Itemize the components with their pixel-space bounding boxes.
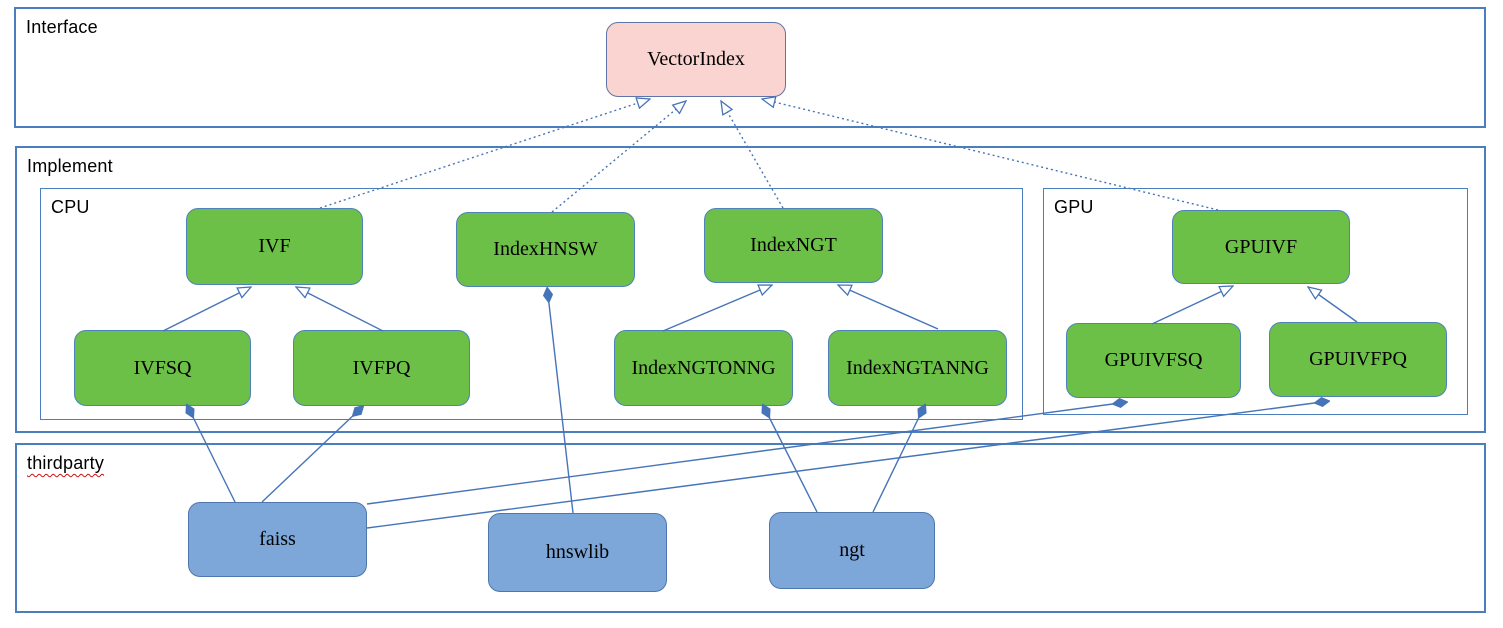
node-label: IVFSQ bbox=[133, 356, 192, 379]
node-indexngt[interactable]: IndexNGT bbox=[704, 208, 883, 283]
implement-label: Implement bbox=[27, 156, 113, 176]
node-gpuivfpq[interactable]: GPUIVFPQ bbox=[1269, 322, 1447, 397]
node-indexngtonng[interactable]: IndexNGTONNG bbox=[614, 330, 793, 406]
node-label: IndexHNSW bbox=[493, 238, 598, 260]
node-ngt[interactable]: ngt bbox=[769, 512, 935, 589]
node-label: faiss bbox=[259, 528, 296, 550]
cpu-label: CPU bbox=[51, 197, 90, 217]
node-vectorindex[interactable]: VectorIndex bbox=[606, 22, 786, 97]
node-gpuivfsq[interactable]: GPUIVFSQ bbox=[1066, 323, 1241, 398]
node-ivfpq[interactable]: IVFPQ bbox=[293, 330, 470, 406]
node-faiss[interactable]: faiss bbox=[188, 502, 367, 577]
thirdparty-label: thirdparty bbox=[27, 453, 105, 473]
node-label: IVFPQ bbox=[352, 356, 411, 379]
node-label: GPUIVFSQ bbox=[1104, 349, 1203, 371]
node-ivf[interactable]: IVF bbox=[186, 208, 363, 285]
node-label: IndexNGTANNG bbox=[846, 356, 989, 379]
node-label: IndexNGTONNG bbox=[631, 356, 776, 379]
node-indexhnsw[interactable]: IndexHNSW bbox=[456, 212, 635, 287]
node-hnswlib[interactable]: hnswlib bbox=[488, 513, 667, 592]
node-indexngtanng[interactable]: IndexNGTANNG bbox=[828, 330, 1007, 406]
node-label: GPUIVFPQ bbox=[1309, 348, 1407, 370]
node-label: ngt bbox=[839, 539, 865, 561]
node-label: VectorIndex bbox=[647, 48, 745, 70]
node-label: IVF bbox=[258, 235, 291, 257]
node-label: GPUIVF bbox=[1224, 235, 1298, 258]
node-label: IndexNGT bbox=[750, 234, 837, 256]
interface-label: Interface bbox=[26, 17, 98, 37]
node-ivfsq[interactable]: IVFSQ bbox=[74, 330, 251, 406]
node-label: hnswlib bbox=[545, 541, 610, 563]
node-gpuivf[interactable]: GPUIVF bbox=[1172, 210, 1350, 284]
